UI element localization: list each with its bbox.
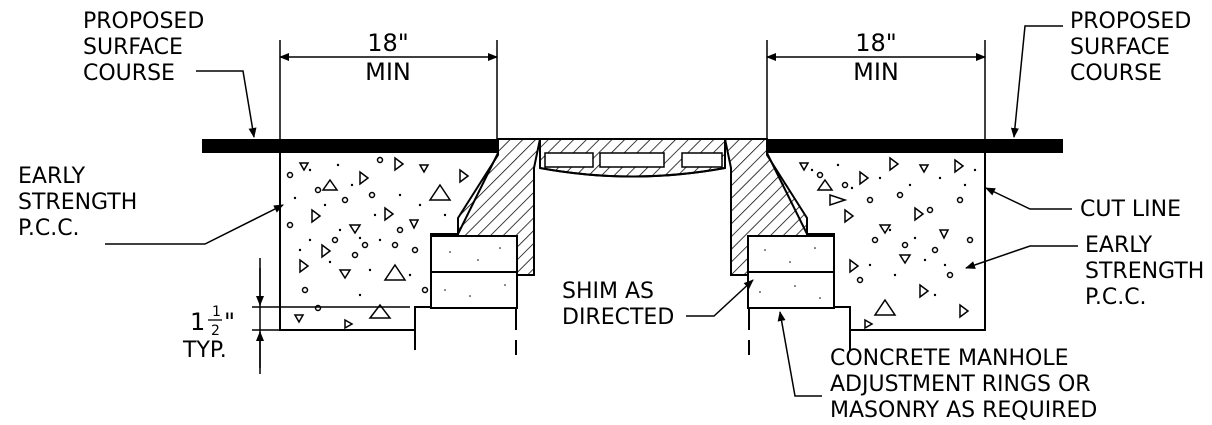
typ-den: 2 — [211, 323, 220, 339]
leader-shim — [686, 279, 754, 317]
rings-line2: ADJUSTMENT RINGS OR — [830, 372, 1091, 397]
early-left-line2: STRENGTH — [18, 190, 137, 215]
early-left-line3: P.C.C. — [18, 216, 80, 241]
adjustment-ring-right-1 — [747, 235, 835, 273]
dim-right-value: 18" — [855, 29, 897, 57]
concrete-block-left — [279, 152, 499, 331]
typ-label: TYP. — [182, 338, 227, 363]
dim-left-min: MIN — [365, 58, 411, 86]
typ-dimension — [252, 258, 410, 374]
leader-rings — [777, 311, 822, 397]
rings-line1: CONCRETE MANHOLE — [830, 346, 1069, 371]
early-left-line1: EARLY — [18, 164, 86, 189]
rings-line3: MASONRY AS REQUIRED — [830, 398, 1097, 423]
early-right-line1: EARLY — [1085, 233, 1153, 258]
surface-course-left — [202, 139, 498, 153]
proposed-right-line2: SURFACE — [1070, 35, 1170, 60]
leader-proposed-left — [196, 70, 257, 138]
proposed-left-line2: SURFACE — [83, 35, 183, 60]
surface-course-right — [767, 139, 1063, 153]
leader-cut-line — [985, 187, 1072, 210]
shim-line1: SHIM AS — [562, 279, 654, 304]
leader-proposed-right — [1010, 25, 1063, 138]
leader-early-left — [105, 204, 284, 245]
aggregate-right — [798, 156, 974, 330]
typ-whole: 1 — [190, 308, 205, 336]
proposed-right-line1: PROPOSED — [1070, 9, 1191, 34]
cut-line-label: CUT LINE — [1080, 197, 1181, 222]
concrete-block-right — [766, 152, 986, 331]
typ-inch: " — [224, 308, 235, 336]
dim-right-min: MIN — [853, 58, 899, 86]
typ-num: 1 — [212, 304, 221, 320]
early-right-line3: P.C.C. — [1085, 285, 1147, 310]
proposed-left-line1: PROPOSED — [83, 9, 204, 34]
dimension-left — [279, 40, 498, 150]
proposed-right-line3: COURSE — [1070, 61, 1162, 86]
dimension-right — [766, 40, 986, 150]
early-right-line2: STRENGTH — [1085, 259, 1204, 284]
dim-left-value: 18" — [367, 29, 409, 57]
adjustment-ring-left-1 — [430, 235, 518, 273]
adjustment-ring-left-2 — [430, 271, 518, 309]
adjustment-ring-right-2 — [747, 271, 835, 309]
shim-line2: DIRECTED — [562, 305, 674, 330]
proposed-left-line3: COURSE — [83, 61, 175, 86]
aggregate-left — [286, 156, 470, 330]
leader-early-right — [965, 245, 1078, 269]
